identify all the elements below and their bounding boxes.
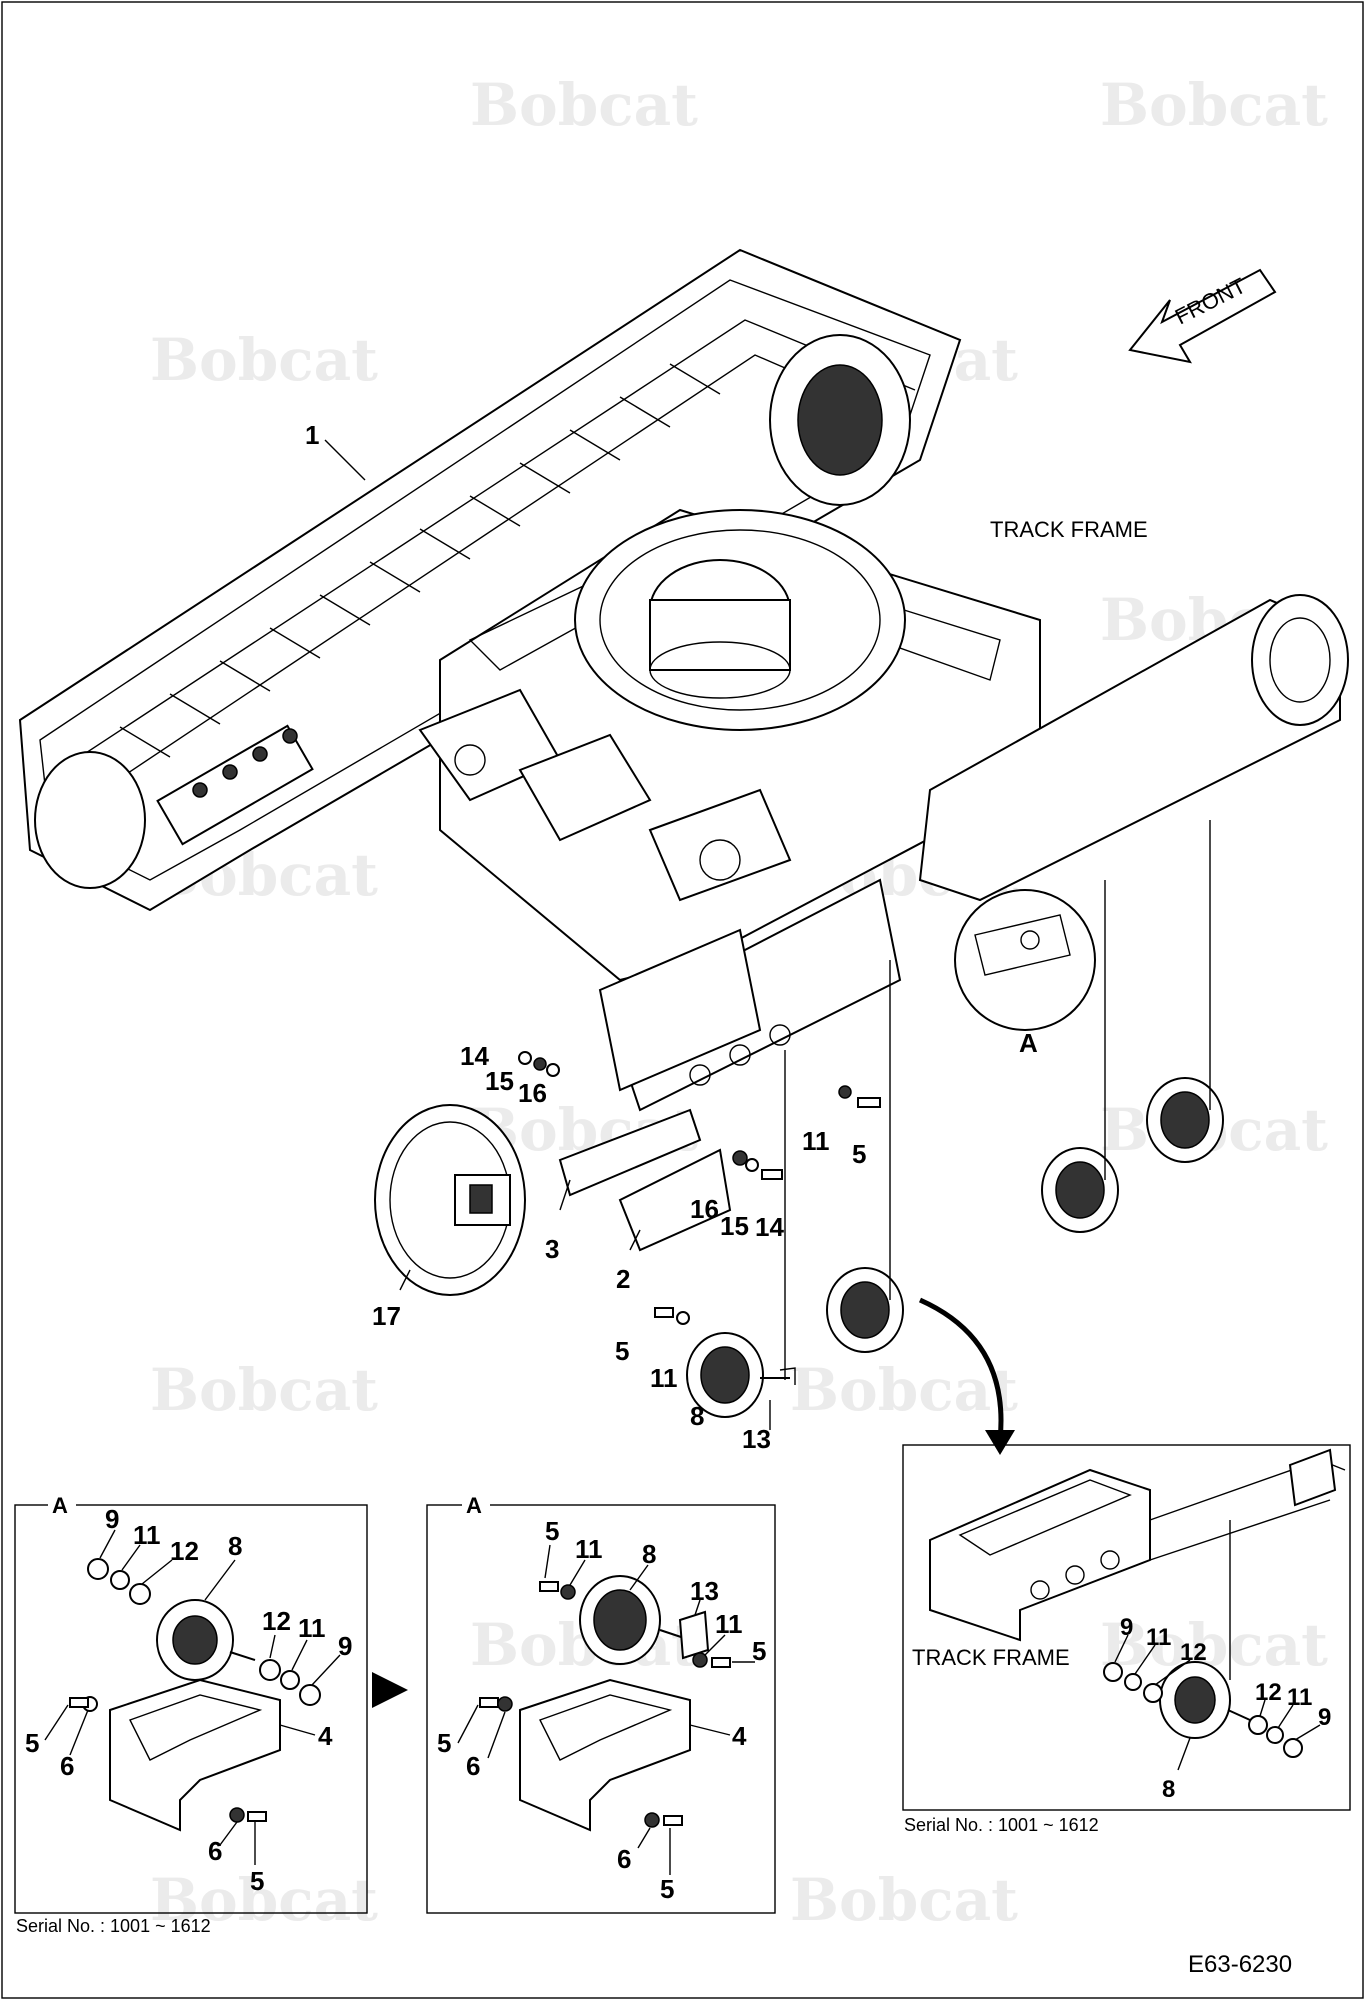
track-roller: [826, 1267, 904, 1353]
watermark: Bobcat: [150, 1866, 378, 1934]
panel-1-callout-9: 9: [338, 1631, 352, 1661]
callout-14: 14: [460, 1041, 489, 1071]
panel-2-callout-4: 4: [732, 1721, 747, 1751]
callout-14: 14: [755, 1212, 784, 1242]
watermark: Bobcat: [150, 1356, 378, 1424]
callout-13: 13: [742, 1424, 771, 1454]
shim-2: [618, 1148, 732, 1252]
panel-2-callout-13: 13: [690, 1576, 719, 1606]
callout-1: 1: [305, 420, 319, 450]
panel-2-callout-8: 8: [642, 1539, 656, 1569]
panel-arrow: [372, 1672, 408, 1708]
panel-2-callout-11: 11: [575, 1534, 603, 1564]
panel-2-callout-6: 6: [617, 1844, 631, 1874]
panel-3-serial: Serial No. : 1001 ~ 1612: [904, 1815, 1099, 1835]
leader-lines: [324, 439, 771, 1430]
panel-3-callout-11: 11: [1146, 1624, 1171, 1651]
lower-frame: [418, 508, 1349, 1112]
callout-16: 16: [690, 1194, 719, 1224]
panel-1-callout-6: 6: [208, 1836, 222, 1866]
panel-1-callout-12: 12: [262, 1606, 291, 1636]
callout-3: 3: [545, 1234, 559, 1264]
track-roller: [1146, 1077, 1224, 1163]
panel-1-callout-5: 5: [25, 1728, 39, 1758]
callout-5: 5: [615, 1336, 629, 1366]
panel-3-callout-12: 12: [1180, 1639, 1207, 1666]
detail-letter: A: [1019, 1028, 1038, 1058]
main-callouts: 1 2 3 14 15 16 11 5 16 15 14 17 5 11 8 1…: [305, 420, 866, 1454]
callout-2: 2: [616, 1264, 630, 1294]
watermark: Bobcat: [790, 1866, 1018, 1934]
figure-code: E63-6230: [1188, 1951, 1292, 1978]
panel-1-letter: A: [52, 1493, 68, 1518]
callout-16: 16: [518, 1078, 547, 1108]
detail-panel-2: A 5 11 8 13 11 5: [426, 1493, 776, 1914]
watermark: Bobcat: [470, 71, 698, 139]
front-arrow: FRONT: [1128, 268, 1277, 364]
panel-1-callout-8: 8: [228, 1531, 242, 1561]
fasteners: [518, 1051, 881, 1325]
track-assembly: [18, 248, 962, 912]
detail-curved-arrowhead: [985, 1430, 1015, 1455]
watermark: Bobcat: [1100, 71, 1328, 139]
panel-2-callout-11: 11: [715, 1609, 743, 1639]
panel-2-callout-5: 5: [660, 1874, 674, 1904]
panel-2-callout-5: 5: [752, 1636, 766, 1666]
panel-2-callout-6: 6: [466, 1751, 480, 1781]
callout-15: 15: [485, 1066, 514, 1096]
track-roller: [686, 1332, 790, 1418]
callout-17: 17: [372, 1301, 401, 1331]
panel-1-callout-6: 6: [60, 1751, 74, 1781]
detail-panel-3: TRACK FRAME 9 11 12 12 11 9 8 Serial No.…: [902, 1444, 1351, 1835]
panel-2-callout-5: 5: [437, 1728, 451, 1758]
callout-8: 8: [690, 1401, 704, 1431]
panel-2-callout-5: 5: [545, 1516, 559, 1546]
panel-3-callout-9: 9: [1120, 1614, 1133, 1641]
watermark: Bobcat: [150, 326, 378, 394]
callout-5: 5: [852, 1139, 866, 1169]
panel-1-callout-9: 9: [105, 1504, 119, 1534]
detail-curved-arrow: [918, 1297, 1004, 1441]
detail-panel-1: A 9: [14, 1493, 368, 1936]
idler-wheel: [374, 1104, 526, 1296]
callout-11: 11: [650, 1363, 678, 1393]
track-roller: [1041, 1147, 1119, 1233]
track-frame-label: TRACK FRAME: [990, 517, 1148, 542]
assembly-lines: [779, 820, 1211, 1385]
callout-15: 15: [720, 1211, 749, 1241]
panel-3-callout-11: 11: [1287, 1684, 1312, 1711]
panel-1-callout-11: 11: [298, 1613, 326, 1643]
panel-3-callout-9: 9: [1318, 1704, 1331, 1731]
panel-3-callout-8: 8: [1162, 1776, 1175, 1803]
shim-3: [558, 1108, 702, 1197]
detail-a-callout: A: [954, 889, 1096, 1058]
callout-11: 11: [802, 1126, 830, 1156]
panel-1-callout-12: 12: [170, 1536, 199, 1566]
watermark: Bobcat: [790, 1356, 1018, 1424]
panel-2-letter: A: [466, 1493, 482, 1518]
panel-1-callout-5: 5: [250, 1866, 264, 1896]
panel-1-serial: Serial No. : 1001 ~ 1612: [16, 1916, 211, 1936]
panel-3-callout-12: 12: [1255, 1679, 1282, 1706]
panel-1-callout-4: 4: [318, 1721, 333, 1751]
panel-1-callout-11: 11: [133, 1520, 161, 1550]
panel-3-track-frame-label: TRACK FRAME: [912, 1645, 1070, 1670]
